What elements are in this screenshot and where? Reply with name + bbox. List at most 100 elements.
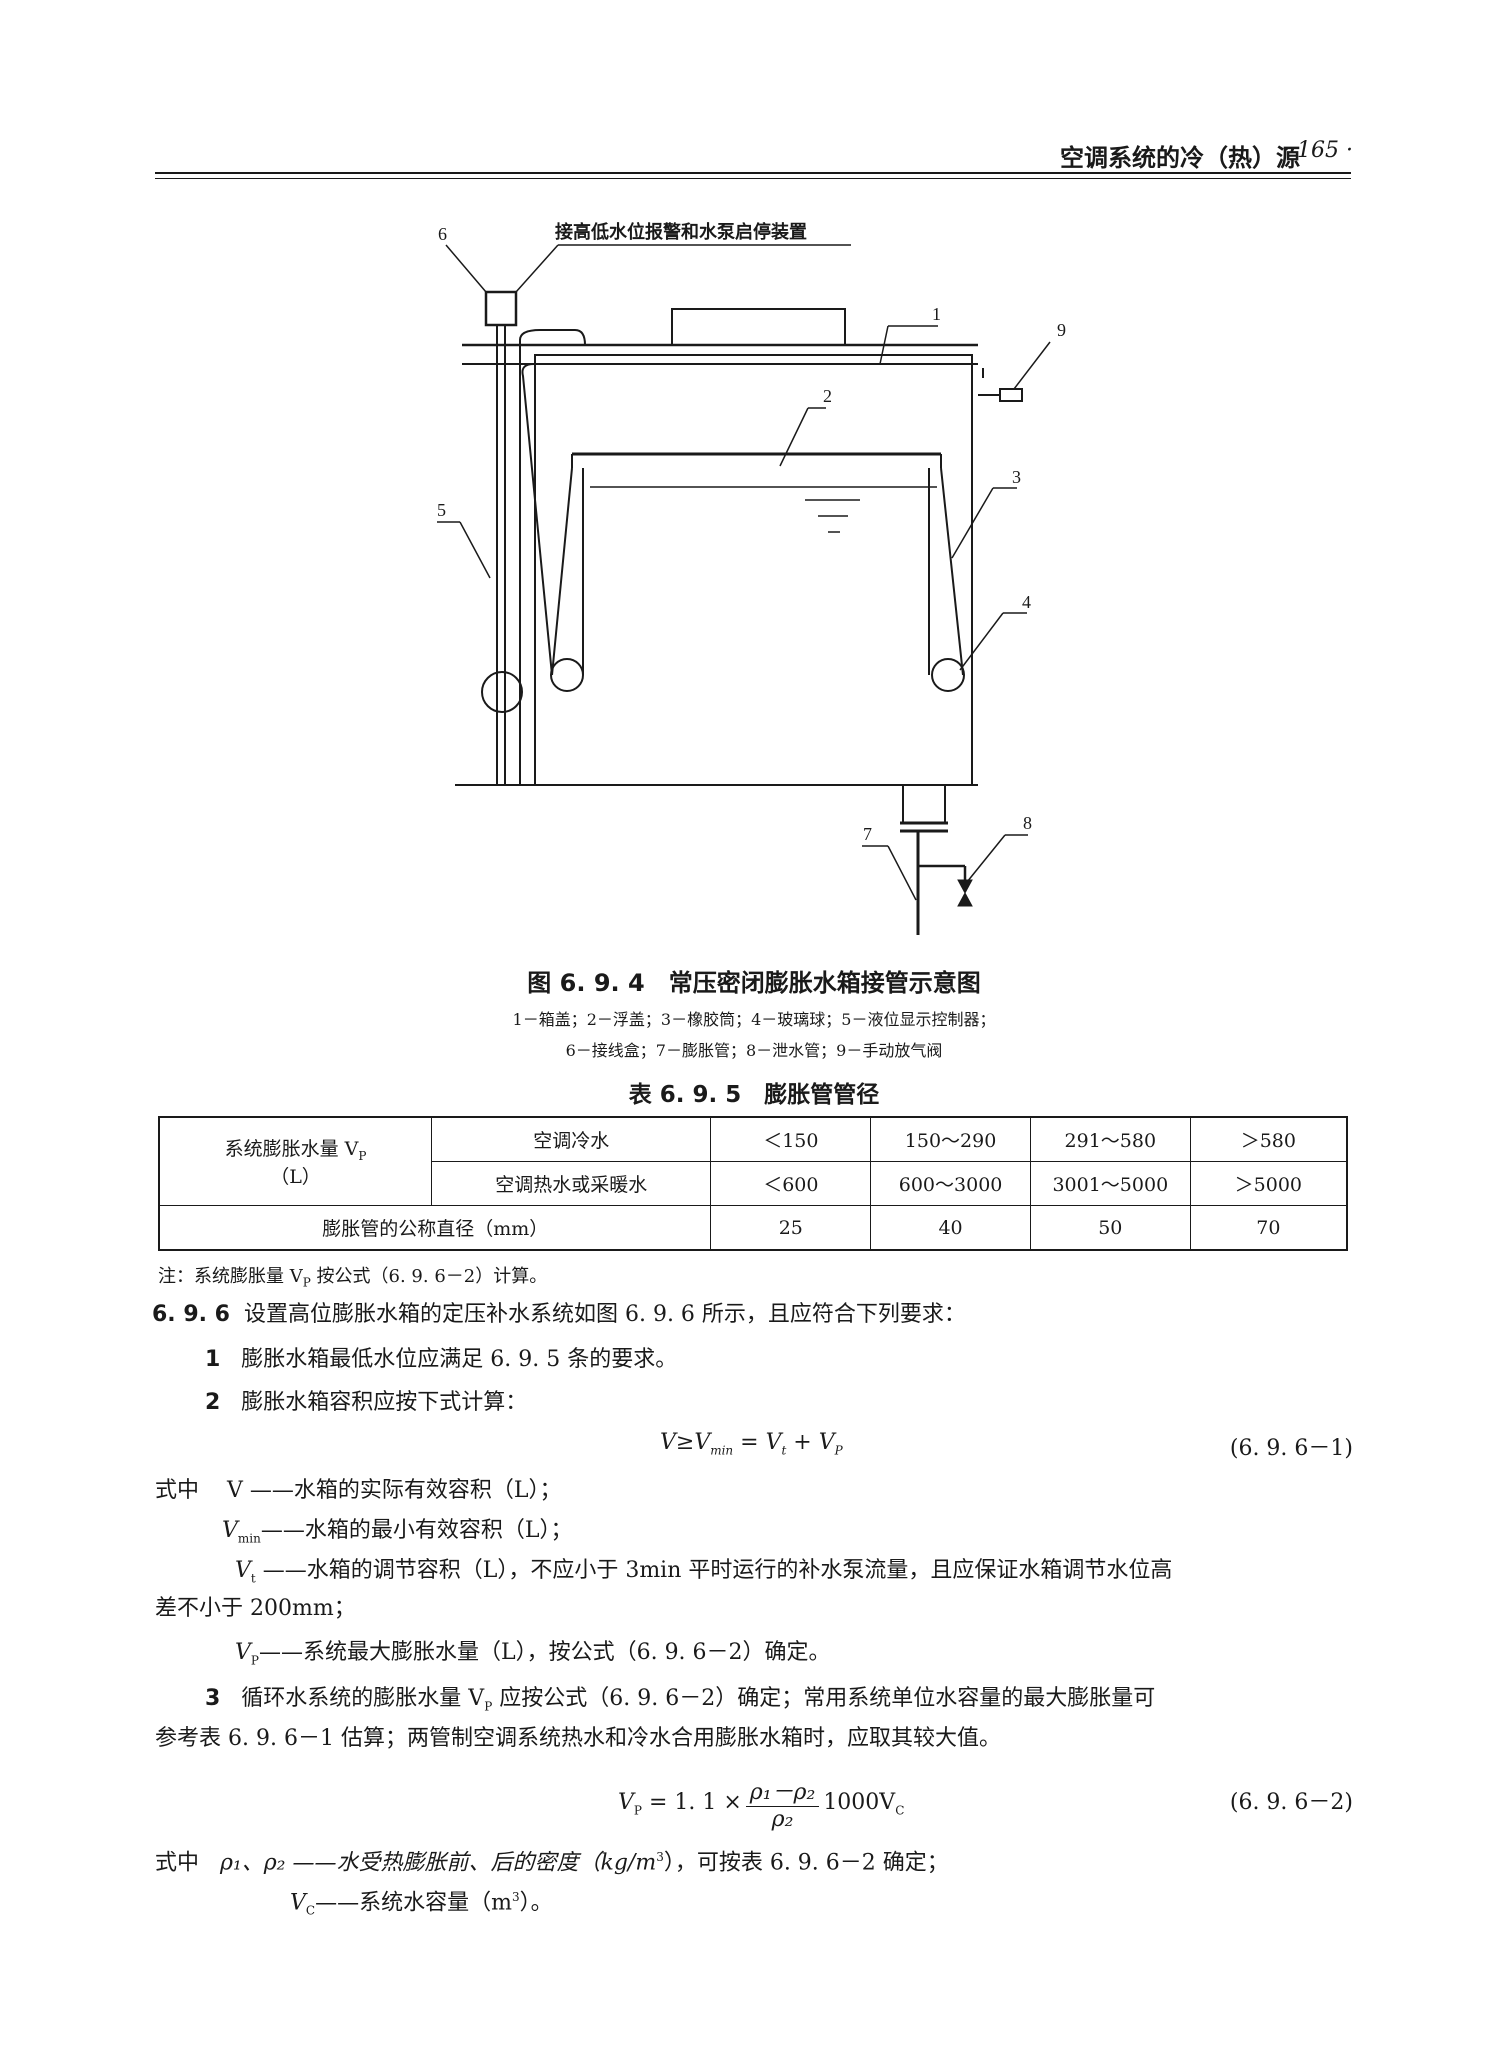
f1-c: + V bbox=[786, 1430, 835, 1455]
equation-number-1: (6. 9. 6－1) bbox=[1229, 1436, 1353, 1461]
drain-valve bbox=[957, 879, 973, 907]
cell-label-chilled: 空调冷水 bbox=[431, 1116, 712, 1162]
cell: ＞5000 bbox=[1189, 1161, 1348, 1206]
item-2-number: 2 bbox=[205, 1390, 221, 1415]
callout-3: 3 bbox=[1012, 467, 1021, 487]
cell-label-hot: 空调热水或采暖水 bbox=[431, 1161, 712, 1206]
def-rho-text: ρ₁、ρ₂ ——水受热膨胀前、后的密度（kg/m bbox=[220, 1850, 657, 1876]
section-6-9-6: 6. 9. 6 设置高位膨胀水箱的定压补水系统如图 6. 9. 6 所示，且应符… bbox=[152, 1298, 966, 1332]
rubber-bag-left bbox=[551, 467, 584, 676]
f1-sub3: P bbox=[834, 1443, 843, 1458]
f2-numerator: ρ₁－ρ₂ bbox=[745, 1774, 820, 1807]
def-vt-text: ——水箱的调节容积（L），不应小于 3min 平时运行的补水泵流量，且应保证水箱… bbox=[255, 1558, 1173, 1583]
note-sub: P bbox=[302, 1275, 311, 1290]
callout-7: 7 bbox=[863, 824, 872, 844]
running-header-title: 空调系统的冷（热）源 bbox=[1060, 144, 1300, 172]
note-text: 注：系统膨胀量 V bbox=[158, 1266, 303, 1287]
equation-number-2: (6. 9. 6－2) bbox=[1229, 1790, 1353, 1815]
where-label-2: 式中 bbox=[155, 1850, 200, 1876]
f1-a: V≥V bbox=[660, 1430, 711, 1455]
f2-denominator: ρ₂ bbox=[771, 1807, 794, 1832]
f2-eq: = 1. 1 × bbox=[641, 1790, 742, 1815]
f1-sub2: t bbox=[781, 1443, 787, 1458]
item-1-text: 膨胀水箱最低水位应满足 6. 9. 5 条的要求。 bbox=[241, 1347, 678, 1372]
junction-box bbox=[484, 290, 518, 327]
definition-vmin: Vmin——水箱的最小有效容积（L）； bbox=[222, 1514, 572, 1555]
cell: 50 bbox=[1029, 1205, 1191, 1251]
vp-symbol: V bbox=[235, 1640, 251, 1665]
row-header-text: 系统膨胀水量 V bbox=[224, 1137, 359, 1160]
figure-caption: 图 6. 9. 4 常压密闭膨胀水箱接管示意图 bbox=[527, 969, 981, 997]
def-vmin-text: ——水箱的最小有效容积（L）； bbox=[260, 1518, 573, 1543]
vp-sub: P bbox=[250, 1653, 259, 1668]
callout-9: 9 bbox=[1057, 320, 1066, 340]
vc-sub: C bbox=[305, 1903, 316, 1918]
note-tail: 按公式（6. 9. 6－2）计算。 bbox=[310, 1266, 548, 1287]
cell: 70 bbox=[1189, 1205, 1348, 1251]
def-v-text: V ——水箱的实际有效容积（L）； bbox=[227, 1478, 562, 1503]
table-row: 系统膨胀水量 VP （L） 空调冷水 ＜150 150～290 291～580 … bbox=[158, 1116, 1348, 1206]
def-rho-tail: ），可按表 6. 9. 6－2 确定； bbox=[663, 1850, 949, 1876]
definition-vc: VC——系统水容量（m3）。 bbox=[290, 1880, 553, 1928]
section-number: 6. 9. 6 bbox=[152, 1302, 230, 1327]
f1-sub1: min bbox=[710, 1443, 734, 1458]
callout-6: 6 bbox=[438, 224, 447, 244]
cell: ＜150 bbox=[710, 1116, 872, 1162]
rubber-bag-right bbox=[928, 467, 964, 676]
f2-lhs: V bbox=[618, 1790, 634, 1815]
cell: 150～290 bbox=[870, 1116, 1031, 1162]
item-1-number: 1 bbox=[205, 1347, 221, 1372]
definition-rho: 式中 ρ₁、ρ₂ ——水受热膨胀前、后的密度（kg/m3），可按表 6. 9. … bbox=[155, 1840, 949, 1880]
definition-vt: Vt ——水箱的调节容积（L），不应小于 3min 平时运行的补水泵流量，且应保… bbox=[235, 1554, 1172, 1595]
def-vc-sup: 3 bbox=[511, 1890, 520, 1904]
vt-symbol: V bbox=[235, 1558, 251, 1583]
table-row: 空调热水或采暖水 ＜600 600～3000 3001～5000 ＞5000 bbox=[159, 1161, 1348, 1206]
item-3-text-a: 循环水系统的膨胀水量 V bbox=[241, 1686, 485, 1711]
header-rule-thin bbox=[155, 178, 1351, 179]
tank-outline bbox=[534, 354, 973, 785]
cell-diameter-label: 膨胀管的公称直径（mm） bbox=[158, 1205, 712, 1251]
cell: 600～3000 bbox=[870, 1161, 1031, 1206]
f1-b: = V bbox=[733, 1430, 782, 1455]
def-vc-tail: ）。 bbox=[519, 1890, 553, 1916]
vc-symbol: V bbox=[290, 1890, 306, 1916]
figure-legend-line-1: 1－箱盖；2－浮盖；3－橡胶筒；4－玻璃球；5－液位显示控制器； bbox=[512, 1010, 996, 1029]
pipe-diameter-table: 系统膨胀水量 VP （L） 空调冷水 ＜150 150～290 291～580 … bbox=[158, 1116, 1348, 1251]
cell: 25 bbox=[710, 1205, 872, 1251]
level-float bbox=[481, 671, 523, 713]
figure-legend-line-2: 6－接线盒；7－膨胀管；8－泄水管；9－手动放气阀 bbox=[565, 1041, 943, 1060]
formula-6-9-6-1: V≥Vmin = Vt + VP bbox=[660, 1430, 843, 1457]
item-3-text-b: 应按公式（6. 9. 6－2）确定；常用系统单位水容量的最大膨胀量可 bbox=[492, 1686, 1156, 1711]
vmin-sub: min bbox=[237, 1531, 261, 1546]
vmin-symbol: V bbox=[222, 1518, 238, 1543]
callout-8: 8 bbox=[1023, 813, 1032, 833]
where-label: 式中 bbox=[155, 1478, 200, 1503]
callout-2: 2 bbox=[823, 386, 832, 406]
glass-ball-left bbox=[550, 658, 584, 692]
def-vc-text: ——系统水容量（m bbox=[315, 1890, 512, 1916]
definition-v: 式中 V ——水箱的实际有效容积（L）； bbox=[155, 1474, 562, 1508]
item-3-sub: P bbox=[484, 1699, 493, 1714]
callout-4: 4 bbox=[1022, 592, 1031, 612]
f2-lhs-sub: P bbox=[633, 1803, 642, 1818]
callout-1: 1 bbox=[932, 304, 941, 324]
callout-5: 5 bbox=[437, 500, 446, 520]
item-2-text: 膨胀水箱容积应按下式计算： bbox=[241, 1390, 528, 1415]
def-rho-sup: 3 bbox=[656, 1850, 664, 1864]
row-header-sub: P bbox=[358, 1148, 367, 1163]
item-3: 3 循环水系统的膨胀水量 VP 应按公式（6. 9. 6－2）确定；常用系统单位… bbox=[205, 1682, 1353, 1723]
cell: ＜600 bbox=[710, 1161, 872, 1206]
page-number: · 165 · bbox=[1283, 138, 1353, 163]
item-3-number: 3 bbox=[205, 1686, 221, 1711]
vent-valve bbox=[999, 388, 1023, 402]
table-row: 膨胀管的公称直径（mm） 25 40 50 70 bbox=[158, 1205, 1348, 1251]
top-block bbox=[671, 308, 846, 346]
section-text: 设置高位膨胀水箱的定压补水系统如图 6. 9. 6 所示，且应符合下列要求： bbox=[243, 1302, 966, 1327]
expansion-tank-diagram: 6 接高低水位报警和水泵启停装置 1 9 2 3 4 5 7 8 bbox=[437, 221, 1066, 935]
cell: 291～580 bbox=[1029, 1116, 1191, 1162]
cell: 40 bbox=[870, 1205, 1031, 1251]
table-caption: 表 6. 9. 5 膨胀管管径 bbox=[628, 1082, 880, 1108]
item-3-continued: 参考表 6. 9. 6－1 估算；两管制空调系统热水和冷水合用膨胀水箱时，应取其… bbox=[155, 1726, 1001, 1751]
